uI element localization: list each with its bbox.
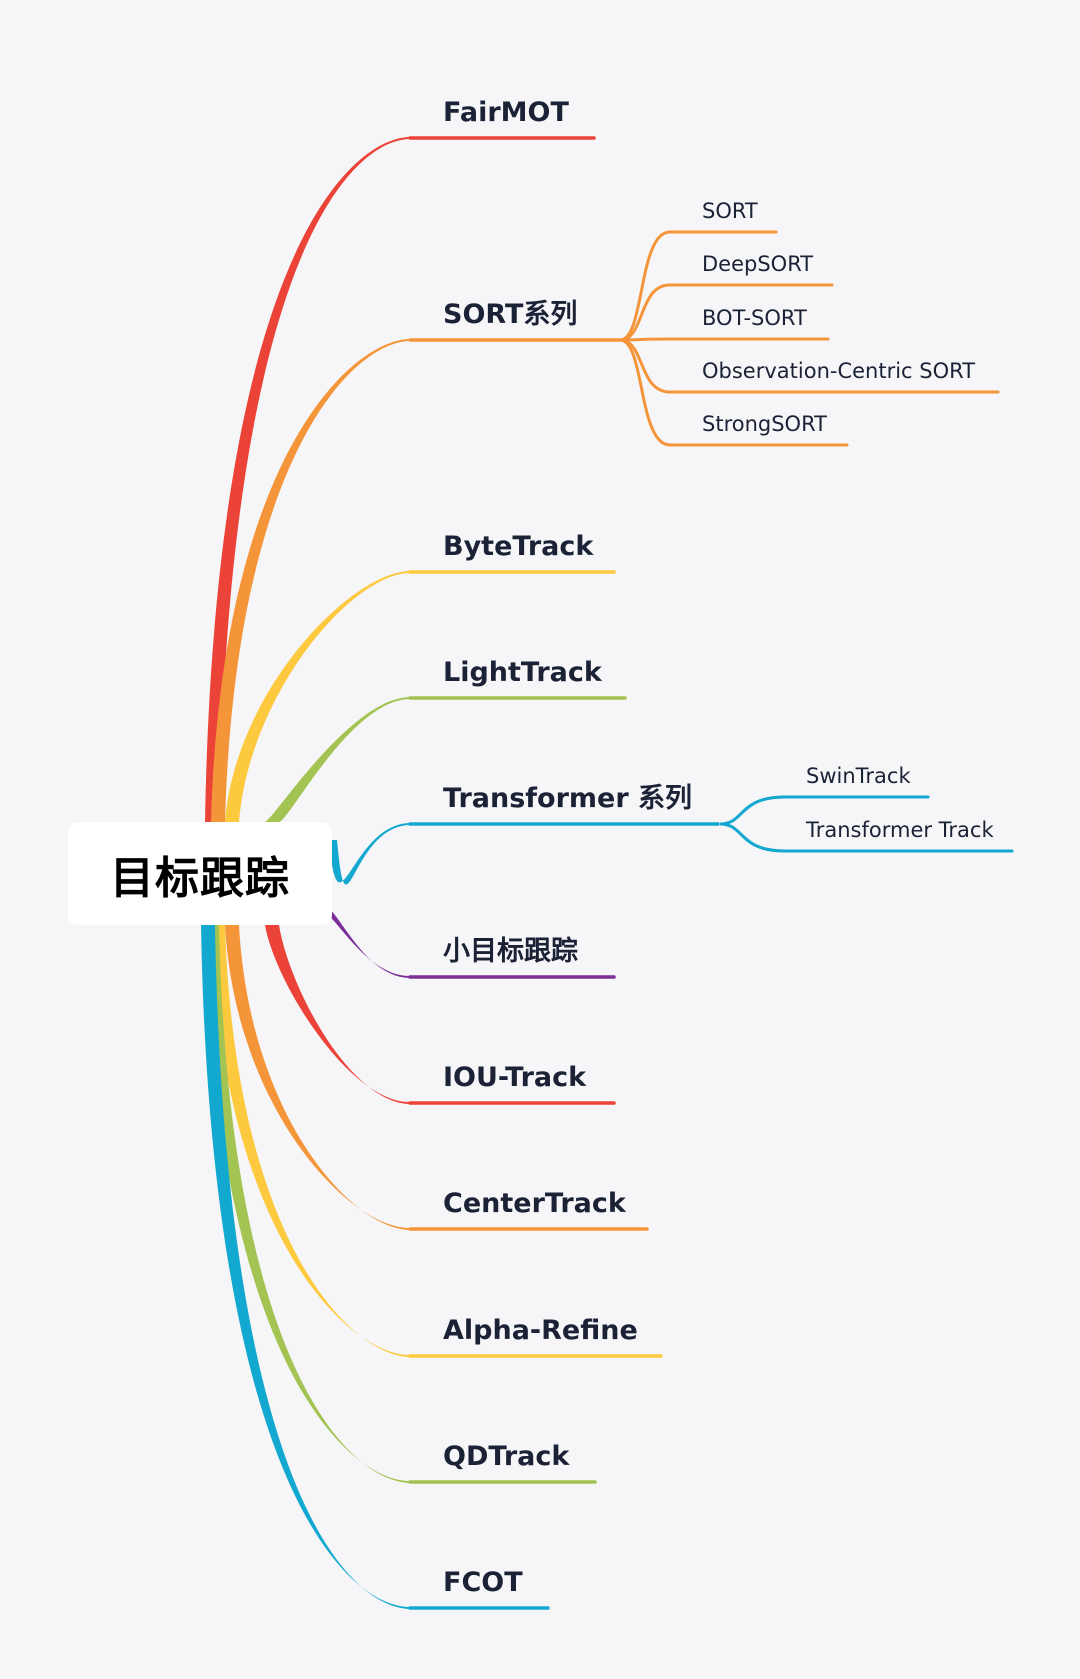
branch-label-10[interactable]: QDTrack <box>443 1441 570 1472</box>
leaf-label-2-2[interactable]: DeepSORT <box>702 252 814 276</box>
connector-branch-8 <box>225 925 410 1230</box>
connector-branch-4 <box>265 697 410 822</box>
leaf-label-5-2[interactable]: Transformer Track <box>806 818 994 842</box>
connector-branch-7 <box>265 925 410 1104</box>
connector-branch-3 <box>225 571 410 822</box>
leaf-label-2-4[interactable]: Observation-Centric SORT <box>702 359 976 383</box>
branch-label-11[interactable]: FCOT <box>443 1567 523 1598</box>
connector-leaf-5-1 <box>719 795 786 826</box>
branch-label-6[interactable]: 小目标跟踪 <box>443 936 578 967</box>
connector-leaf-2-1 <box>619 230 671 342</box>
leaf-label-2-3[interactable]: BOT-SORT <box>702 306 807 330</box>
branch-label-1[interactable]: FairMOT <box>443 97 569 128</box>
connector-leaf-2-2 <box>619 283 671 342</box>
connector-branch-2 <box>211 339 410 822</box>
branch-label-4[interactable]: LightTrack <box>443 657 602 688</box>
leaf-label-2-1[interactable]: SORT <box>702 199 758 223</box>
root-node[interactable]: 目标跟踪 <box>68 822 332 925</box>
branch-label-3[interactable]: ByteTrack <box>443 531 594 562</box>
connector-leaf-2-5 <box>619 338 671 447</box>
leaf-label-5-1[interactable]: SwinTrack <box>806 764 911 788</box>
branch-label-2[interactable]: SORT系列 <box>443 299 578 330</box>
branch-label-8[interactable]: CenterTrack <box>443 1188 626 1219</box>
connector-branch-1 <box>205 137 410 822</box>
connector-leaf-2-4 <box>619 338 671 394</box>
root-label: 目标跟踪 <box>110 852 290 904</box>
branch-label-5[interactable]: Transformer 系列 <box>443 783 693 814</box>
leaf-label-2-5[interactable]: StrongSORT <box>702 412 827 436</box>
connector-branch-9 <box>211 925 410 1357</box>
branch-label-9[interactable]: Alpha-Refine <box>443 1315 638 1346</box>
branch-label-7[interactable]: IOU-Track <box>443 1062 587 1093</box>
connector-leaf-2-3 <box>619 337 671 342</box>
connector-branch-5 <box>329 823 410 885</box>
connector-leaf-5-2 <box>719 822 786 853</box>
